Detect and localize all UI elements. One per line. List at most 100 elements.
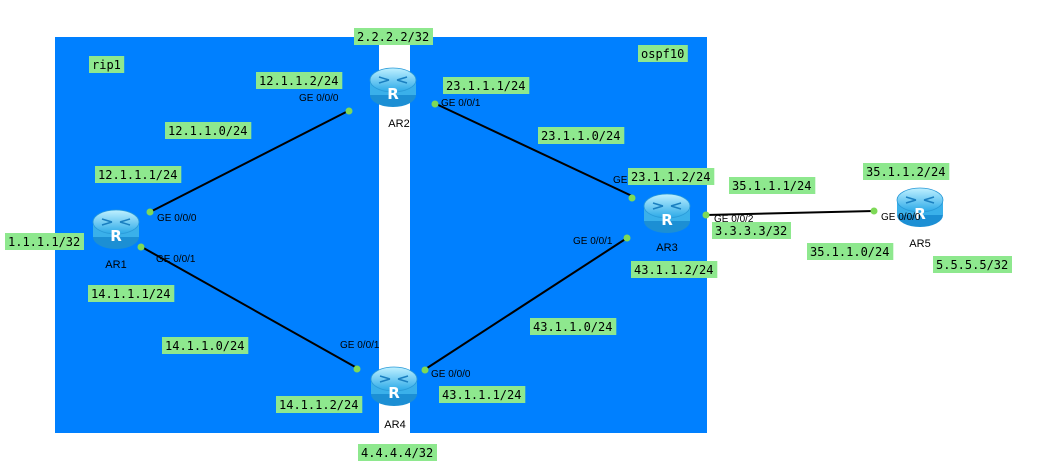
- label-background: [712, 222, 791, 239]
- link-ar1-ar4: [139, 245, 358, 369]
- port-label: GE 0/0/0: [157, 213, 197, 224]
- router-name: AR4: [384, 419, 405, 431]
- network-label: 43.1.1.0/24: [530, 318, 617, 335]
- interface-ip-label: 43.1.1.1/24: [439, 386, 526, 403]
- router-name: AR2: [388, 118, 409, 130]
- router-icon: [92, 209, 140, 250]
- label-background: [628, 168, 715, 185]
- label-background: [443, 77, 530, 94]
- port-label: GE 0/0/1: [573, 236, 613, 247]
- interface-ip-label: 35.1.1.2/24: [863, 163, 950, 180]
- links: [139, 102, 875, 371]
- ospf-area-right: [410, 37, 707, 433]
- port-dot: [628, 194, 636, 202]
- port-dot: [146, 208, 154, 216]
- interface-ip-label: 43.1.1.2/24: [631, 261, 718, 278]
- port-dot: [137, 243, 145, 251]
- label-background: [89, 56, 125, 73]
- port-label: GE 0/0/1: [340, 340, 380, 351]
- loopback-label: 3.3.3.3/32: [712, 222, 791, 239]
- interface-ip-label: 12.1.1.2/24: [256, 72, 343, 89]
- interface-ip-label: 23.1.1.1/24: [443, 77, 530, 94]
- network-label: 14.1.1.0/24: [162, 337, 249, 354]
- label-background: [863, 163, 950, 180]
- label-background: [538, 127, 625, 144]
- area-label-rip: rip1: [89, 56, 125, 73]
- port-label: GE 0/0/1: [441, 98, 481, 109]
- loopback-label: 2.2.2.2/32: [354, 28, 433, 45]
- interface-ip-label: 35.1.1.1/24: [729, 177, 816, 194]
- interface-ip-label: 14.1.1.2/24: [276, 396, 363, 413]
- label-background: [729, 177, 816, 194]
- label-background: [88, 285, 175, 302]
- label-text: 35.1.1.0/24: [810, 245, 889, 259]
- router-icon: [643, 193, 691, 234]
- label-background: [256, 72, 343, 89]
- area-label-ospf: ospf10: [638, 45, 688, 62]
- network-label: 12.1.1.0/24: [165, 122, 252, 139]
- label-text: 12.1.1.1/24: [98, 168, 177, 182]
- address-labels: rip1 ospf10 2.2.2.2/32 12.1.1.2/24 23.1.1.1/…: [5, 28, 1012, 461]
- network-label: 23.1.1.0/24: [538, 127, 625, 144]
- loopback-label: 4.4.4.4/32: [358, 444, 437, 461]
- port-label: GE 0/0/0: [881, 212, 921, 223]
- label-background: [165, 122, 252, 139]
- label-text: 5.5.5.5/32: [936, 258, 1008, 272]
- port-dots: [137, 100, 878, 374]
- port-dot: [431, 100, 439, 108]
- interface-ip-label: 14.1.1.1/24: [88, 285, 175, 302]
- router-icon: [369, 67, 417, 108]
- link-ar1-ar2: [149, 109, 351, 213]
- label-text: 1.1.1.1/32: [8, 235, 80, 249]
- label-background: [439, 386, 526, 403]
- label-text: 12.1.1.0/24: [168, 124, 247, 138]
- label-background: [95, 166, 182, 183]
- loopback-label: 5.5.5.5/32: [933, 256, 1012, 273]
- router-ar2[interactable]: AR2: [369, 67, 417, 130]
- label-text: 14.1.1.1/24: [91, 287, 170, 301]
- label-text: 3.3.3.3/32: [715, 224, 787, 238]
- label-text: 4.4.4.4/32: [361, 446, 433, 460]
- label-text: 23.1.1.0/24: [541, 129, 620, 143]
- label-background: [162, 337, 249, 354]
- label-text: 14.1.1.2/24: [279, 398, 358, 412]
- label-text: 43.1.1.0/24: [533, 320, 612, 334]
- label-text: 23.1.1.2/24: [631, 170, 710, 184]
- router-ar1[interactable]: AR1: [92, 209, 140, 271]
- label-background: [530, 318, 617, 335]
- port-dot: [353, 365, 361, 373]
- network-label: 35.1.1.0/24: [807, 243, 894, 260]
- port-label: GE 0/0/2: [714, 214, 754, 225]
- port-dot: [870, 207, 878, 215]
- router-name: AR3: [656, 242, 677, 254]
- port-label: GE 0/0/0: [299, 93, 339, 104]
- label-text: 2.2.2.2/32: [357, 30, 429, 44]
- router-icon: [370, 366, 418, 407]
- router-ar3[interactable]: AR3: [643, 193, 691, 254]
- link-ar4-ar3: [423, 237, 628, 371]
- label-background: [358, 444, 437, 461]
- label-text: 14.1.1.0/24: [165, 339, 244, 353]
- port-dot: [623, 234, 631, 242]
- label-text: 43.1.1.2/24: [634, 263, 713, 277]
- link-ar2-ar3: [433, 102, 633, 197]
- label-text: 35.1.1.1/24: [732, 179, 811, 193]
- label-background: [276, 396, 363, 413]
- port-dot: [702, 211, 710, 219]
- interface-ip-label: 23.1.1.2/24: [628, 168, 715, 185]
- port-label: GE 0/0/1: [156, 254, 196, 265]
- label-text: 12.1.1.2/24: [259, 74, 338, 88]
- label-text: 35.1.1.2/24: [866, 165, 945, 179]
- label-text: rip1: [92, 58, 121, 72]
- router-ar4[interactable]: AR4: [370, 366, 418, 431]
- port-dot: [421, 366, 429, 374]
- router-ar5[interactable]: AR5: [896, 187, 944, 250]
- port-dot: [345, 107, 353, 115]
- port-label: GE 0/0/0: [431, 369, 471, 380]
- label-background: [354, 28, 433, 45]
- label-background: [933, 256, 1012, 273]
- link-ar3-ar5: [705, 210, 875, 216]
- label-background: [5, 233, 84, 250]
- label-text: ospf10: [641, 47, 684, 61]
